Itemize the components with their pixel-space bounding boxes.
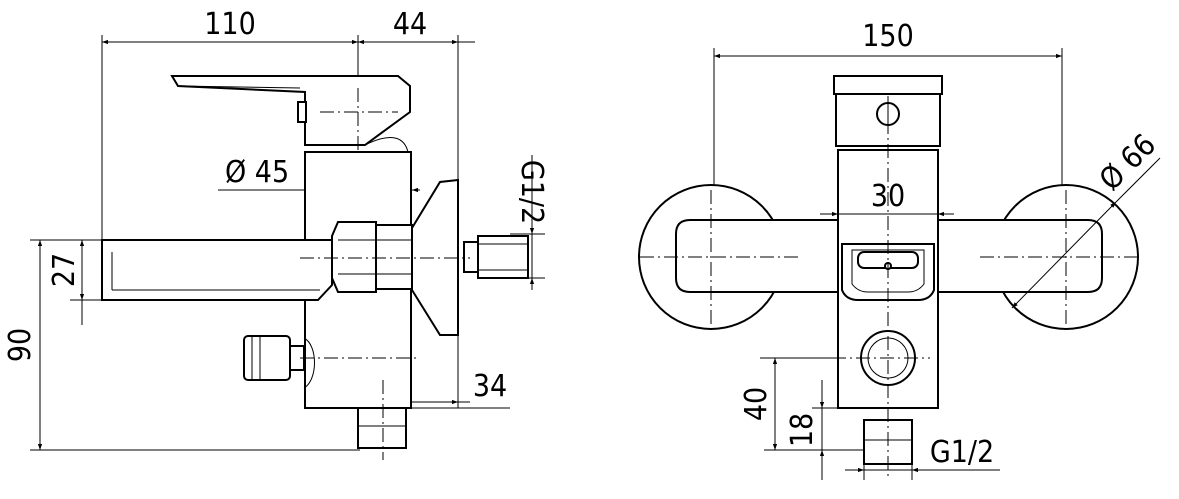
dim-label-27: 27: [47, 253, 82, 287]
spout: [101, 239, 333, 301]
front-view: 150 Ø 66 30: [638, 19, 1163, 480]
dim-label-44: 44: [393, 7, 427, 42]
connector-nut: [375, 224, 413, 290]
dim-label-150: 150: [862, 19, 914, 54]
bottom-outlet: [357, 407, 407, 449]
dim-label-18: 18: [785, 413, 820, 447]
dim-label-34: 34: [473, 369, 507, 404]
dim-label-g12-front: G1/2: [930, 435, 994, 470]
dim-line-d66: [1011, 201, 1117, 309]
cartridge-cap-top: [833, 75, 943, 95]
wall-flange: [411, 178, 459, 336]
diverter-knob: [243, 335, 291, 381]
dim-label-d66: Ø 66: [1093, 128, 1163, 198]
left-eccentric-arm: [675, 219, 839, 293]
inlet-connector: [477, 235, 529, 279]
dim-label-g12-side: G1/2: [514, 160, 549, 224]
dim-label-90: 90: [3, 328, 38, 362]
eccentric-nut: [331, 221, 377, 293]
right-eccentric-arm: [937, 219, 1103, 293]
dim-label-110: 110: [204, 7, 256, 42]
dim-label-d45: Ø 45: [225, 155, 289, 190]
side-view: 110 44 Ø 45 G1/2 27 90 34: [3, 7, 549, 460]
dim-label-40: 40: [739, 387, 774, 421]
